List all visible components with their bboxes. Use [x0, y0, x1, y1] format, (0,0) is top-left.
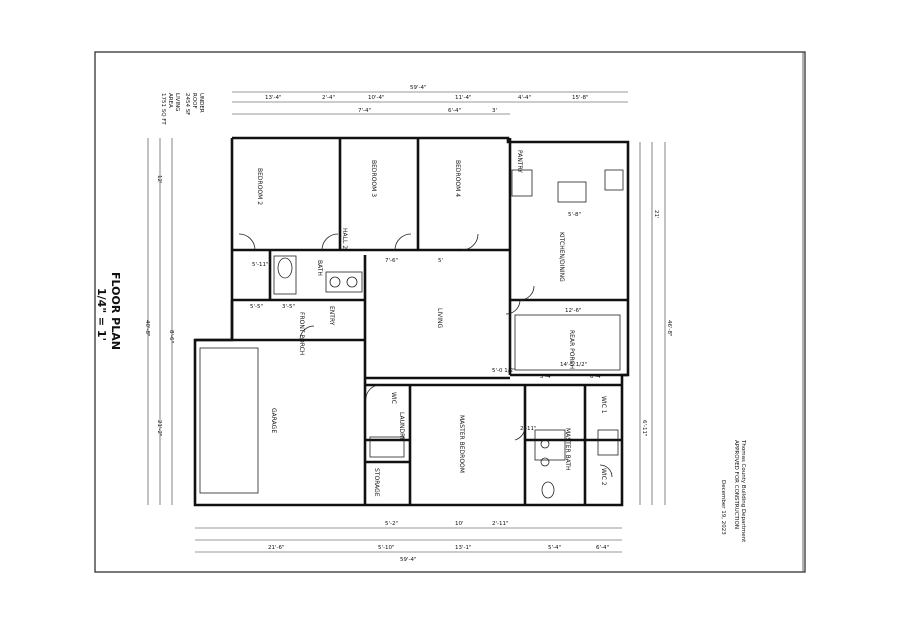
svg-text:2'-11": 2'-11": [520, 426, 537, 432]
svg-text:12'-6": 12'-6": [565, 308, 582, 314]
svg-text:APPROVED FOR CONSTRUCTION: APPROVED FOR CONSTRUCTION: [733, 440, 739, 529]
svg-text:5'-0 1/2": 5'-0 1/2": [492, 368, 516, 374]
interior-walls: [195, 138, 628, 505]
svg-text:8'-6": 8'-6": [168, 330, 174, 343]
room-pantry: PANTRY: [516, 150, 523, 173]
svg-text:6'-4": 6'-4": [590, 374, 603, 380]
svg-text:13'-1": 13'-1": [455, 545, 472, 551]
svg-text:2'-11": 2'-11": [492, 521, 509, 527]
svg-text:7'-4": 7'-4": [358, 108, 371, 114]
svg-text:12': 12': [156, 175, 162, 184]
door-swings: [238, 233, 613, 478]
approval-stamp: Thomas County Building Department APPROV…: [720, 439, 746, 543]
svg-text:59'-4": 59'-4": [410, 85, 427, 91]
svg-text:6'-4": 6'-4": [596, 545, 609, 551]
svg-text:10'-4": 10'-4": [368, 95, 385, 101]
bottom-dimensions: 21'-6" 5'-10" 13'-1" 5'-4" 6'-4" 59'-4" …: [268, 521, 609, 563]
inner-dimensions: 5'-11" 5'-5" 3'-5" 7'-6" 5' 12'-6" 14'-5…: [250, 212, 603, 432]
room-master-bedroom: MASTER BEDROOM: [458, 415, 465, 473]
dimension-lines: [147, 91, 666, 553]
room-hall-2: HALL 2: [341, 228, 348, 249]
svg-text:UNDER: UNDER: [198, 93, 204, 113]
svg-text:LIVING: LIVING: [174, 93, 180, 111]
svg-text:December 19, 2023: December 19, 2023: [720, 480, 726, 535]
svg-text:5'-11": 5'-11": [252, 262, 269, 268]
fixtures: [199, 169, 624, 499]
svg-text:Thomas County Building Departm: Thomas County Building Department: [740, 439, 746, 543]
svg-text:21'-6": 21'-6": [268, 545, 285, 551]
svg-text:ROOF: ROOF: [191, 93, 197, 109]
top-dimensions: 13'-4" 2'-4" 10'-4" 11'-4" 4'-4" 15'-8" …: [265, 85, 589, 114]
svg-text:4'-4": 4'-4": [518, 95, 531, 101]
svg-text:5'-5": 5'-5": [250, 304, 263, 310]
room-front-porch: FRONT PORCH: [298, 312, 305, 355]
svg-text:3': 3': [492, 108, 497, 114]
room-garage: GARAGE: [270, 408, 277, 433]
svg-text:1751 SQ FT: 1751 SQ FT: [160, 93, 166, 125]
left-dimensions: 40'-8" 21'-2" 12' 8'-6": [144, 175, 174, 437]
room-wic-2: WIC 2: [600, 468, 607, 486]
svg-text:3'-5": 3'-5": [282, 304, 295, 310]
svg-text:21'-2": 21'-2": [156, 420, 162, 437]
svg-text:13'-4": 13'-4": [265, 95, 282, 101]
room-bath: BATH: [316, 260, 323, 276]
svg-text:2454 SF: 2454 SF: [184, 93, 190, 115]
title-heading: FLOOR PLAN: [109, 272, 122, 350]
svg-text:AREA: AREA: [167, 93, 173, 108]
svg-text:15'-8": 15'-8": [572, 95, 589, 101]
room-kitchen-dining: KITCHEN/DINING: [558, 232, 565, 282]
plan-title: FLOOR PLAN 1/4" = 1': [95, 272, 122, 350]
svg-text:5'-8": 5'-8": [568, 212, 581, 218]
svg-text:10': 10': [455, 521, 464, 527]
room-master-bath: MASTER BATH: [564, 428, 571, 471]
svg-text:2'-4": 2'-4": [322, 95, 335, 101]
svg-text:6'-4": 6'-4": [448, 108, 461, 114]
svg-text:40'-8": 40'-8": [144, 320, 150, 337]
svg-text:5': 5': [438, 258, 443, 264]
room-living: LIVING: [436, 308, 443, 328]
area-notes: UNDER ROOF 2454 SF LIVING AREA 1751 SQ F…: [160, 93, 204, 125]
room-storage: STORAGE: [373, 468, 380, 497]
svg-text:5'-10": 5'-10": [378, 545, 395, 551]
svg-text:5'-4": 5'-4": [540, 374, 553, 380]
svg-text:11'-4": 11'-4": [455, 95, 472, 101]
svg-text:5'-4": 5'-4": [548, 545, 561, 551]
room-bedroom-3: BEDROOM 3: [370, 160, 377, 197]
room-entry: ENTRY: [328, 306, 335, 326]
svg-text:59'-4": 59'-4": [400, 557, 417, 563]
sheet-border: [94, 51, 806, 573]
room-wic: WIC: [390, 392, 397, 404]
room-bedroom-4: BEDROOM 4: [454, 160, 461, 197]
room-rear-porch: REAR PORCH: [568, 330, 575, 369]
svg-text:21': 21': [653, 210, 659, 219]
svg-text:6'-11": 6'-11": [641, 420, 647, 437]
room-wic-1: WIC 1: [600, 396, 607, 414]
room-bedroom-2: BEDROOM 2: [256, 168, 263, 205]
svg-text:5'-2": 5'-2": [385, 521, 398, 527]
title-scale: 1/4" = 1': [95, 288, 108, 341]
svg-text:7'-6": 7'-6": [385, 258, 398, 264]
svg-text:14'-5 1/2": 14'-5 1/2": [560, 362, 587, 368]
right-dimensions: 46'-8" 21' 6'-11": [641, 210, 672, 437]
room-labels: BEDROOM 2 BEDROOM 3 BEDROOM 4 KITCHEN/DI…: [256, 150, 607, 497]
svg-text:46'-8": 46'-8": [666, 320, 672, 337]
room-laundry: LAUNDRY: [398, 412, 405, 441]
